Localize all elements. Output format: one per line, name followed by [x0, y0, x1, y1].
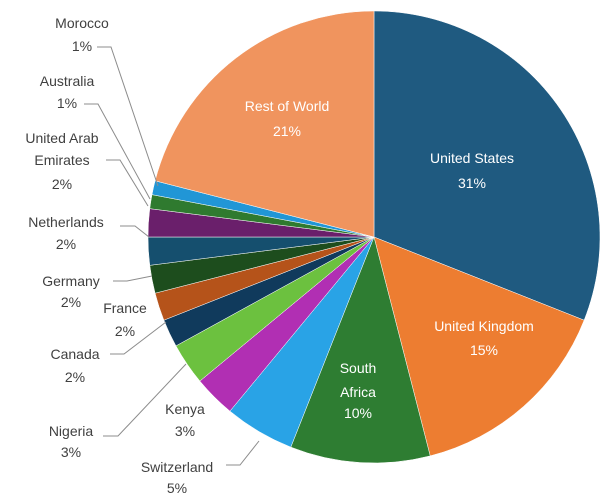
slice-category-label: United Arab [25, 130, 98, 146]
slice-value-label: 2% [52, 176, 72, 192]
slice-category-label: Kenya [165, 401, 205, 417]
slice-value-label: 10% [344, 405, 372, 421]
slice-value-label: 5% [167, 480, 187, 495]
slice-category-label: Nigeria [49, 423, 94, 439]
leader-line-canada [110, 321, 167, 355]
slice-category-label: France [103, 300, 147, 316]
label-united-kingdom: United Kingdom 15% [434, 318, 534, 358]
leader-line-nigeria [103, 363, 187, 437]
slice-category-label: Rest of World [245, 98, 330, 114]
slice-category-label: South [340, 360, 377, 376]
slice-category-label: Switzerland [141, 459, 213, 475]
label-rest-of-world: Rest of World 21% [245, 98, 330, 139]
slice-category-label: Australia [40, 73, 95, 89]
slice-category-label: Germany [42, 273, 100, 289]
label-united-states: United States 31% [430, 150, 514, 191]
slice-value-label: 1% [72, 38, 92, 54]
slice-value-label: 3% [175, 423, 195, 439]
leader-line-united-arab-emirates [106, 159, 149, 207]
slice-category-label: Emirates [34, 152, 89, 168]
slice-south-africa [290, 236, 431, 464]
slice-value-label: 21% [273, 123, 301, 139]
leader-line-netherlands [120, 225, 150, 238]
label-switzerland: Switzerland 5% [141, 459, 213, 495]
slice-united-kingdom [373, 236, 585, 457]
leader-lines [84, 46, 260, 466]
slice-category-label: Morocco [55, 15, 109, 31]
label-canada: Canada 2% [50, 346, 99, 385]
slice-category-label: Netherlands [28, 214, 104, 230]
label-germany: Germany 2% [42, 273, 100, 310]
slice-value-label: 2% [65, 369, 85, 385]
slice-rest-of-world [154, 10, 375, 238]
label-kenya: Kenya 3% [165, 401, 205, 439]
slice-category-label: Africa [340, 384, 376, 400]
slice-value-label: 15% [470, 342, 498, 358]
leader-line-switzerland [226, 440, 260, 466]
slice-value-label: 2% [61, 294, 81, 310]
leader-line-germany [113, 275, 153, 282]
leader-line-australia [84, 103, 151, 200]
slice-value-label: 2% [115, 323, 135, 339]
slice-value-label: 1% [57, 95, 77, 111]
slice-category-label: United Kingdom [434, 318, 534, 334]
slice-value-label: 31% [458, 175, 486, 191]
label-morocco: Morocco 1% [55, 15, 109, 54]
slice-value-label: 2% [56, 236, 76, 252]
label-netherlands: Netherlands 2% [28, 214, 104, 252]
pie-slices [147, 10, 601, 464]
label-nigeria: Nigeria 3% [49, 423, 94, 460]
label-france: France 2% [103, 300, 147, 339]
slice-category-label: United States [430, 150, 514, 166]
slice-category-label: Canada [50, 346, 99, 362]
label-australia: Australia 1% [40, 73, 95, 111]
slice-united-states [373, 10, 601, 321]
slice-value-label: 3% [61, 444, 81, 460]
leader-line-morocco [97, 46, 159, 187]
slice-labels: United States 31% United Kingdom 15% SouthAf… [25, 15, 533, 495]
